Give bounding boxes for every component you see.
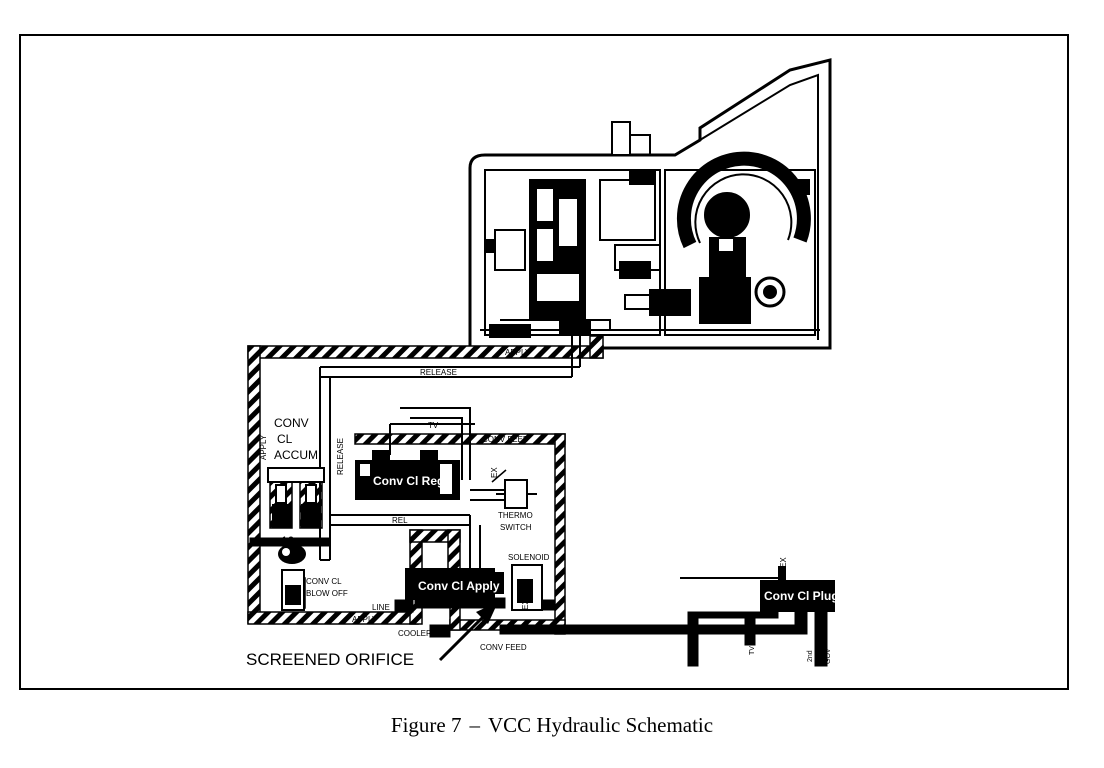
label-thermo-line2: SWITCH [500,523,532,532]
label-conv-feed-top: CONV FEED [482,435,529,444]
label-blowoff-line1: CONV CL [306,577,342,586]
label-apply-valve: Conv Cl Apply [418,579,500,593]
label-accum-line1: CONV [274,416,309,430]
label-reg-valve: Conv Cl Reg [373,474,444,488]
label-accum-line2: CL [277,432,293,446]
label-screened-orifice: SCREENED ORIFICE [246,650,414,669]
label-ex-solenoid: EX [521,599,530,610]
solenoid [511,564,543,611]
figure-frame [19,34,1069,690]
label-vcc-sig: VCC SIG [608,625,641,634]
label-rel: REL [392,516,408,525]
label-ex-thermo: EX [490,467,499,478]
label-tv: TV [428,421,439,430]
release-passages [319,335,778,580]
conv-cl-plug-valve [760,566,835,612]
label-plug-valve: Conv Cl Plug [764,589,839,603]
label-apply-bottom: APPLY [352,615,378,624]
label-check-ball: 10 [281,534,295,548]
caption-figure-number: Figure 7 [390,713,462,737]
caption-dash: – [469,713,480,737]
label-solenoid: SOLENOID [508,553,550,562]
label-release-left: RELEASE [336,438,345,475]
label-release-top: RELEASE [420,368,457,377]
caption-title: VCC Hydraulic Schematic [487,713,714,737]
label-blowoff-line2: BLOW OFF [306,589,348,598]
port-2nd: 2nd [807,650,814,662]
label-conv-feed-bottom: CONV FEED [480,643,527,652]
label-thermo-line1: THERMO [498,511,533,520]
label-line: LINE [372,603,390,612]
label-ex-plug: EX [779,557,788,568]
transmission-case [468,58,832,350]
thermo-switch [491,469,537,509]
blow-off-valve [281,569,305,611]
label-apply-top: APPLY [505,348,531,357]
port-gov: GOV [825,648,832,664]
label-cooler: COOLER [398,629,432,638]
port-d4t: D4-T [693,644,700,660]
port-tv: TV [749,646,756,655]
conv-cl-reg-valve [355,450,460,500]
figure-caption: Figure 7–VCC Hydraulic Schematic [0,713,1104,738]
label-apply-left: APPLY [259,434,268,460]
label-accum-line3: ACCUM [274,448,318,462]
conv-cl-apply-valve [405,568,504,600]
conv-cl-accumulator [267,467,325,528]
orifice-pointer [438,602,498,662]
check-ball-10 [278,544,306,564]
